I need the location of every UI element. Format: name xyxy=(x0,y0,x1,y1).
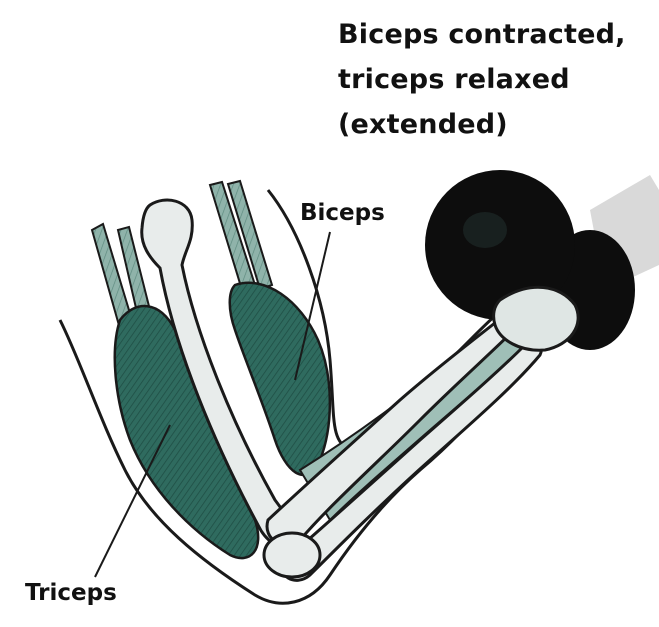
dumbbell-highlight xyxy=(463,212,507,248)
biceps-label: Biceps xyxy=(300,200,385,226)
title-line-1: Biceps contracted, xyxy=(338,12,658,57)
title-line-3: (extended) xyxy=(338,102,658,147)
hand xyxy=(494,287,579,350)
diagram-title: Biceps contracted, triceps relaxed (exte… xyxy=(338,12,658,147)
title-line-2: triceps relaxed xyxy=(338,57,658,102)
elbow-joint xyxy=(264,533,320,577)
triceps-label: Triceps xyxy=(25,580,117,606)
